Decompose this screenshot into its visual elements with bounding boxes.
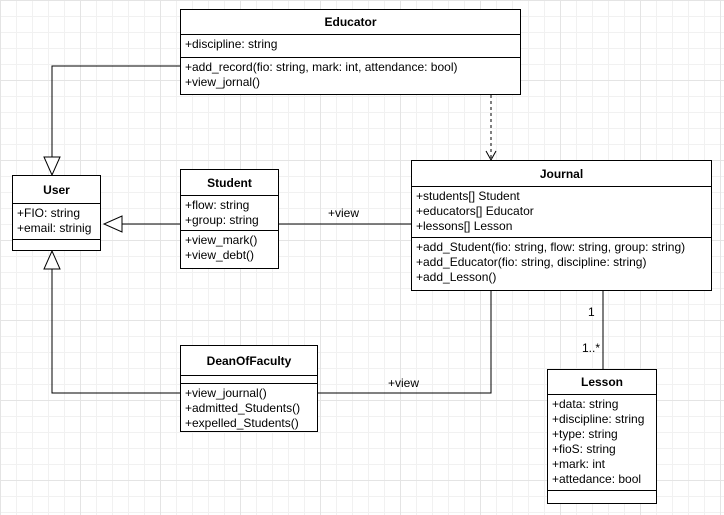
class-lesson[interactable]: Lesson +data: string +discipline: string… [547, 369, 657, 504]
class-user-operations [13, 240, 100, 242]
class-dean-of-faculty-attributes [181, 376, 317, 384]
generalization-arrow-student-user [102, 215, 123, 233]
class-journal-name: Journal [412, 161, 711, 187]
class-student-operations: +view_mark() +view_debt() [181, 231, 278, 263]
class-dean-of-faculty-operations: +view_journal() +admitted_Students() +ex… [181, 384, 317, 431]
class-journal-operations: +add_Student(fio: string, flow: string, … [412, 238, 711, 285]
class-journal-attributes: +students[] Student +educators[] Educato… [412, 187, 711, 238]
generalization-arrow-dean-user [43, 249, 61, 270]
operation: +view_journal() [185, 386, 267, 400]
class-educator[interactable]: Educator +discipline: string +add_record… [180, 9, 521, 95]
attribute: +email: strinig [17, 221, 92, 235]
class-educator-operations: +add_record(fio: string, mark: int, atte… [181, 58, 520, 90]
edge-dean-user [51, 269, 180, 394]
attribute: +discipline: string [185, 37, 278, 51]
edge-label-dean-journal: +view [388, 376, 420, 390]
class-lesson-name: Lesson [548, 370, 656, 395]
operation: +add_record(fio: string, mark: int, atte… [185, 60, 458, 74]
class-lesson-operations [548, 491, 656, 493]
attribute: +students[] Student [416, 189, 520, 203]
attribute: +discipline: string [552, 412, 645, 426]
class-student[interactable]: Student +flow: string +group: string +vi… [180, 169, 279, 269]
class-dean-of-faculty-name: DeanOfFaculty [181, 346, 317, 376]
attribute: +attedance: bool [552, 472, 642, 486]
attribute: +flow: string [185, 198, 250, 212]
operation: +add_Student(fio: string, flow: string, … [416, 240, 686, 254]
attribute: +lessons[] Lesson [416, 219, 513, 233]
operation: +expelled_Students() [185, 416, 299, 430]
edge-dean-journal [318, 291, 492, 394]
class-educator-name: Educator [181, 10, 520, 35]
attribute: +group: string [185, 213, 259, 227]
multiplicity-lesson: 1..* [582, 341, 601, 355]
class-student-attributes: +flow: string +group: string [181, 196, 278, 231]
class-lesson-attributes: +data: string +discipline: string +type:… [548, 395, 656, 491]
generalization-arrow-educator-user [43, 156, 61, 177]
attribute: +mark: int [552, 457, 606, 471]
attribute: +fioS: string [552, 442, 616, 456]
operation: +add_Educator(fio: string, discipline: s… [416, 255, 647, 269]
class-user[interactable]: User +FIO: string +email: strinig [12, 175, 101, 251]
class-journal[interactable]: Journal +students[] Student +educators[]… [411, 160, 712, 291]
operation: +view_jornal() [185, 75, 261, 89]
attribute: +data: string [552, 397, 619, 411]
operation: +view_debt() [185, 248, 255, 262]
class-student-name: Student [181, 170, 278, 196]
class-educator-attributes: +discipline: string [181, 35, 520, 58]
attribute: +FIO: string [17, 206, 81, 220]
operation: +admitted_Students() [185, 401, 301, 415]
multiplicity-journal: 1 [588, 305, 595, 319]
attribute: +type: string [552, 427, 618, 441]
class-dean-of-faculty[interactable]: DeanOfFaculty +view_journal() +admitted_… [180, 345, 318, 432]
operation: +view_mark() [185, 233, 258, 247]
operation: +add_Lesson() [416, 270, 497, 284]
edge-educator-user [51, 65, 180, 157]
attribute: +educators[] Educator [416, 204, 534, 218]
class-user-attributes: +FIO: string +email: strinig [13, 204, 100, 240]
edge-label-student-journal: +view [328, 206, 360, 220]
class-user-name: User [13, 176, 100, 204]
